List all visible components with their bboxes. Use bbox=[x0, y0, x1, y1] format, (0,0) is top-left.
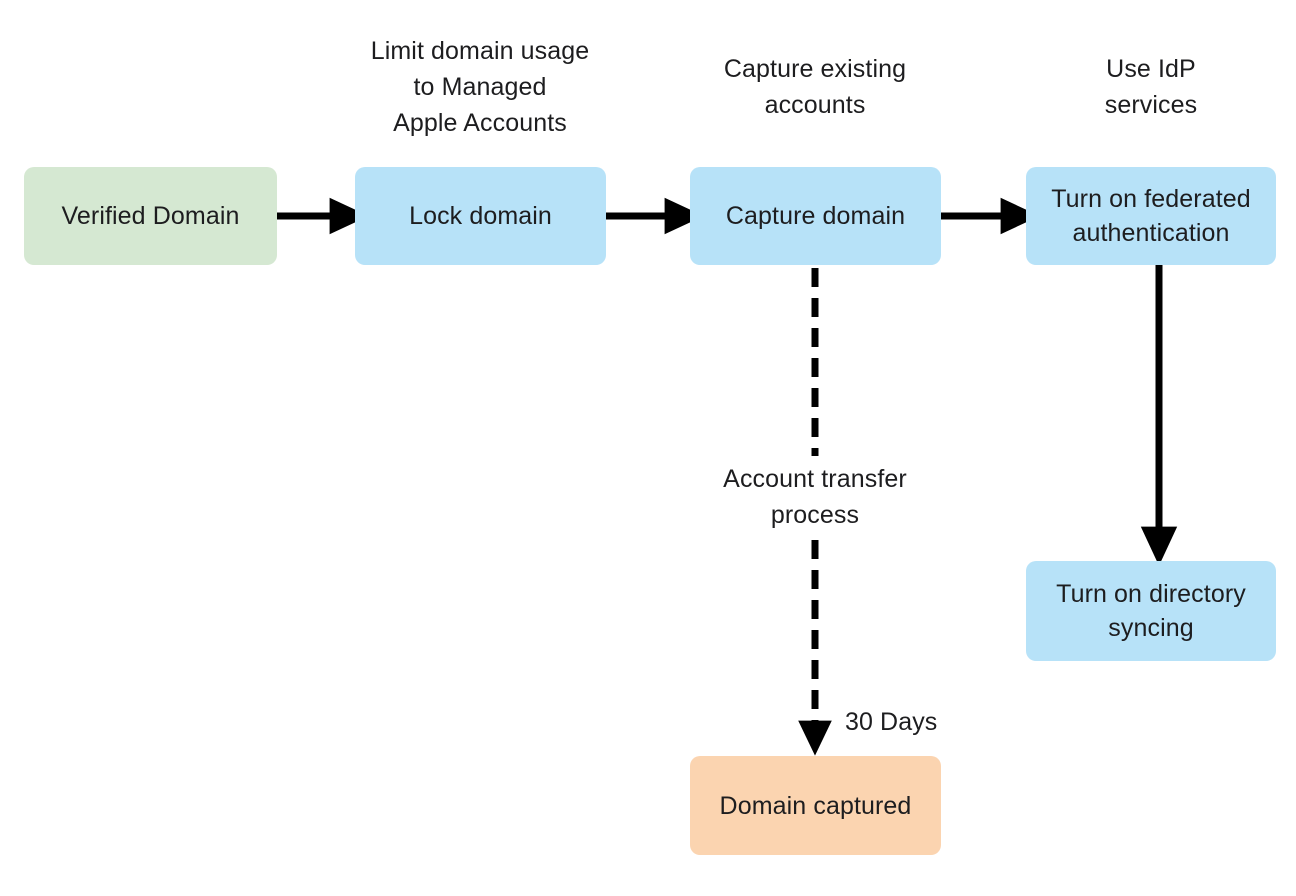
node-capture-domain[interactable]: Capture domain bbox=[690, 167, 941, 265]
edge-label-30-days: 30 Days bbox=[845, 708, 938, 736]
node-turn-on-directory-syncing[interactable]: Turn on directory syncing bbox=[1026, 561, 1276, 661]
caption-use-idp-services: Use IdP services bbox=[1104, 55, 1198, 119]
node-domain-captured[interactable]: Domain captured bbox=[690, 756, 941, 855]
caption-limit-domain-usage: Limit domain usage to Managed Apple Acco… bbox=[370, 37, 590, 137]
caption-capture-existing-accounts: Capture existing accounts bbox=[723, 55, 907, 119]
node-lock-domain[interactable]: Lock domain bbox=[355, 167, 606, 265]
node-verified-domain[interactable]: Verified Domain bbox=[24, 167, 277, 265]
edge-label-account-transfer-process: Account transfer process bbox=[723, 465, 907, 529]
node-turn-on-federated-authentication[interactable]: Turn on federated authentication bbox=[1026, 167, 1276, 265]
